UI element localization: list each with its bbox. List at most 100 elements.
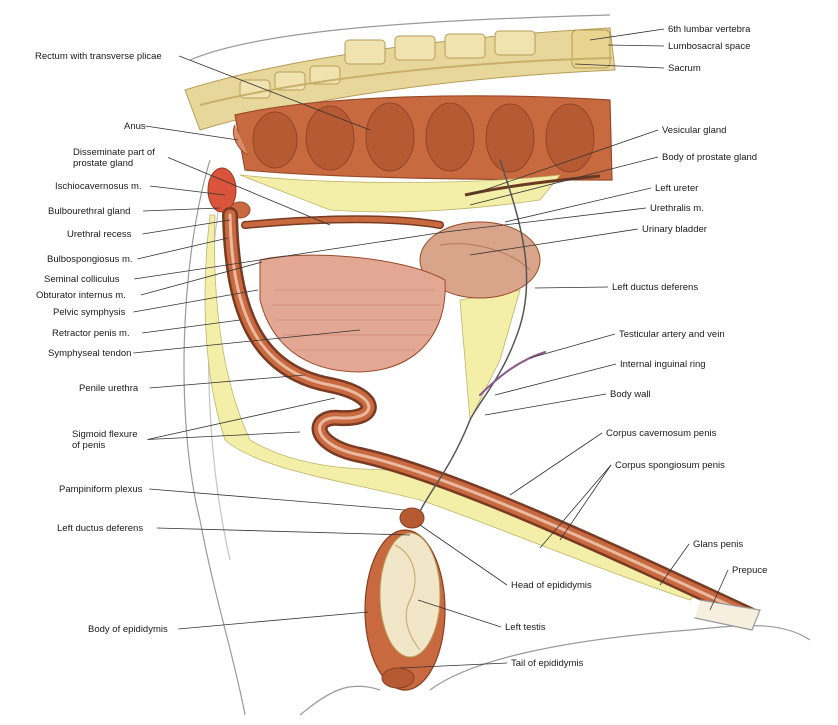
label-line: Corpus spongiosum penis: [615, 460, 725, 471]
label-left-ureter: Left ureter: [655, 183, 698, 194]
label-corpus-spongiosum: Corpus spongiosum penis: [615, 460, 725, 471]
leader-line: [145, 125, 239, 141]
leader-line: [494, 363, 617, 396]
label-prepuce: Prepuce: [732, 565, 767, 576]
label-anus: Anus: [124, 121, 146, 132]
label-line: Testicular artery and vein: [619, 329, 725, 340]
label-line: Left testis: [505, 622, 546, 633]
leader-lines: [133, 28, 729, 669]
pelvic-symphysis: [259, 254, 446, 373]
label-line: Symphyseal tendon: [48, 348, 131, 359]
label-line: Body of prostate gland: [662, 152, 757, 163]
label-vesicular-gland: Vesicular gland: [662, 125, 726, 136]
label-line: Sigmoid flexure: [72, 429, 137, 440]
leader-line: [143, 207, 221, 212]
leader-line: [709, 569, 729, 611]
leader-line: [147, 431, 301, 440]
leader-line: [149, 374, 306, 389]
label-body-of-prostate: Body of prostate gland: [662, 152, 757, 163]
label-line: Glans penis: [693, 539, 743, 550]
label-head-of-epididymis: Head of epididymis: [511, 580, 592, 591]
label-urinary-bladder: Urinary bladder: [642, 224, 707, 235]
label-pelvic-symphysis: Pelvic symphysis: [53, 307, 126, 318]
leader-line: [469, 228, 639, 256]
label-body-wall: Body wall: [610, 389, 651, 400]
label-line: Body of epididymis: [88, 624, 168, 635]
label-line: Prepuce: [732, 565, 767, 576]
leader-line: [484, 393, 607, 416]
label-line: Bulbospongiosus m.: [47, 254, 133, 265]
body-outline: [183, 14, 811, 716]
label-line: Left ureter: [655, 183, 698, 194]
label-bulbospongiosus: Bulbospongiosus m.: [47, 254, 133, 265]
testis: [364, 507, 446, 691]
label-line: Seminal colliculus: [44, 274, 120, 285]
leader-line: [469, 156, 659, 206]
label-line: Pelvic symphysis: [53, 307, 126, 318]
leader-line: [133, 289, 259, 313]
leader-line: [504, 187, 652, 223]
label-lumbar-vertebra: 6th lumbar vertebra: [668, 24, 751, 35]
label-line: Ischiocavernosus m.: [55, 181, 142, 192]
label-retractor-penis: Retractor penis m.: [52, 328, 130, 339]
label-line: Lumbosacral space: [668, 41, 750, 52]
label-pampiniform-plexus: Pampiniform plexus: [59, 484, 143, 495]
label-line: Internal inguinal ring: [620, 359, 706, 370]
spine-sacrum: [184, 27, 616, 131]
labels: Rectum with transverse plicaeAnusDissemi…: [35, 24, 767, 669]
leader-line: [140, 261, 263, 296]
label-corpus-cavernosum: Corpus cavernosum penis: [606, 428, 717, 439]
label-symphyseal-tendon: Symphyseal tendon: [48, 348, 131, 359]
label-line: Retractor penis m.: [52, 328, 130, 339]
label-line: Disseminate part of: [73, 147, 155, 158]
label-glans-penis: Glans penis: [693, 539, 743, 550]
label-line: Bulbourethral gland: [48, 206, 130, 217]
leader-line: [417, 599, 502, 628]
leader-line: [444, 207, 647, 233]
label-tail-of-epididymis: Tail of epididymis: [511, 658, 584, 669]
label-seminal-colliculus: Seminal colliculus: [44, 274, 120, 285]
label-obturator-internus: Obturator internus m.: [36, 290, 126, 301]
label-line: Anus: [124, 121, 146, 132]
label-line: Urinary bladder: [642, 224, 707, 235]
label-line: Rectum with transverse plicae: [35, 51, 162, 62]
label-line: Obturator internus m.: [36, 290, 126, 301]
label-lumbosacral-space: Lumbosacral space: [668, 41, 750, 52]
leader-line: [559, 464, 612, 541]
label-line: 6th lumbar vertebra: [668, 24, 751, 35]
label-left-ductus-deferens-lower: Left ductus deferens: [57, 523, 143, 534]
label-line: Vesicular gland: [662, 125, 726, 136]
label-line: Left ductus deferens: [612, 282, 698, 293]
label-sacrum: Sacrum: [668, 63, 701, 74]
label-testicular-artery: Testicular artery and vein: [619, 329, 725, 340]
label-left-ductus-deferens-upper: Left ductus deferens: [612, 282, 698, 293]
leader-line: [178, 611, 369, 630]
label-line: Head of epididymis: [511, 580, 592, 591]
leader-line: [178, 55, 371, 131]
label-internal-inguinal-ring: Internal inguinal ring: [620, 359, 706, 370]
urinary-bladder: [419, 221, 541, 299]
label-left-testis: Left testis: [505, 622, 546, 633]
label-line: prostate gland: [73, 158, 133, 169]
leader-line: [607, 44, 665, 47]
leader-line: [149, 488, 406, 511]
leader-line: [167, 157, 331, 226]
label-line: Corpus cavernosum penis: [606, 428, 717, 439]
label-line: of penis: [72, 440, 106, 451]
label-line: Urethralis m.: [650, 203, 704, 214]
leader-line: [469, 129, 659, 196]
label-line: Sacrum: [668, 63, 701, 74]
label-rectum: Rectum with transverse plicae: [35, 51, 162, 62]
leader-line: [156, 527, 411, 536]
leader-line: [142, 219, 231, 235]
label-line: Body wall: [610, 389, 651, 400]
label-penile-urethra: Penile urethra: [79, 383, 139, 394]
label-ischiocavernosus: Ischiocavernosus m.: [55, 181, 142, 192]
leader-line: [534, 286, 609, 289]
label-line: Urethral recess: [67, 229, 132, 240]
leader-line: [509, 432, 603, 496]
label-line: Pampiniform plexus: [59, 484, 143, 495]
